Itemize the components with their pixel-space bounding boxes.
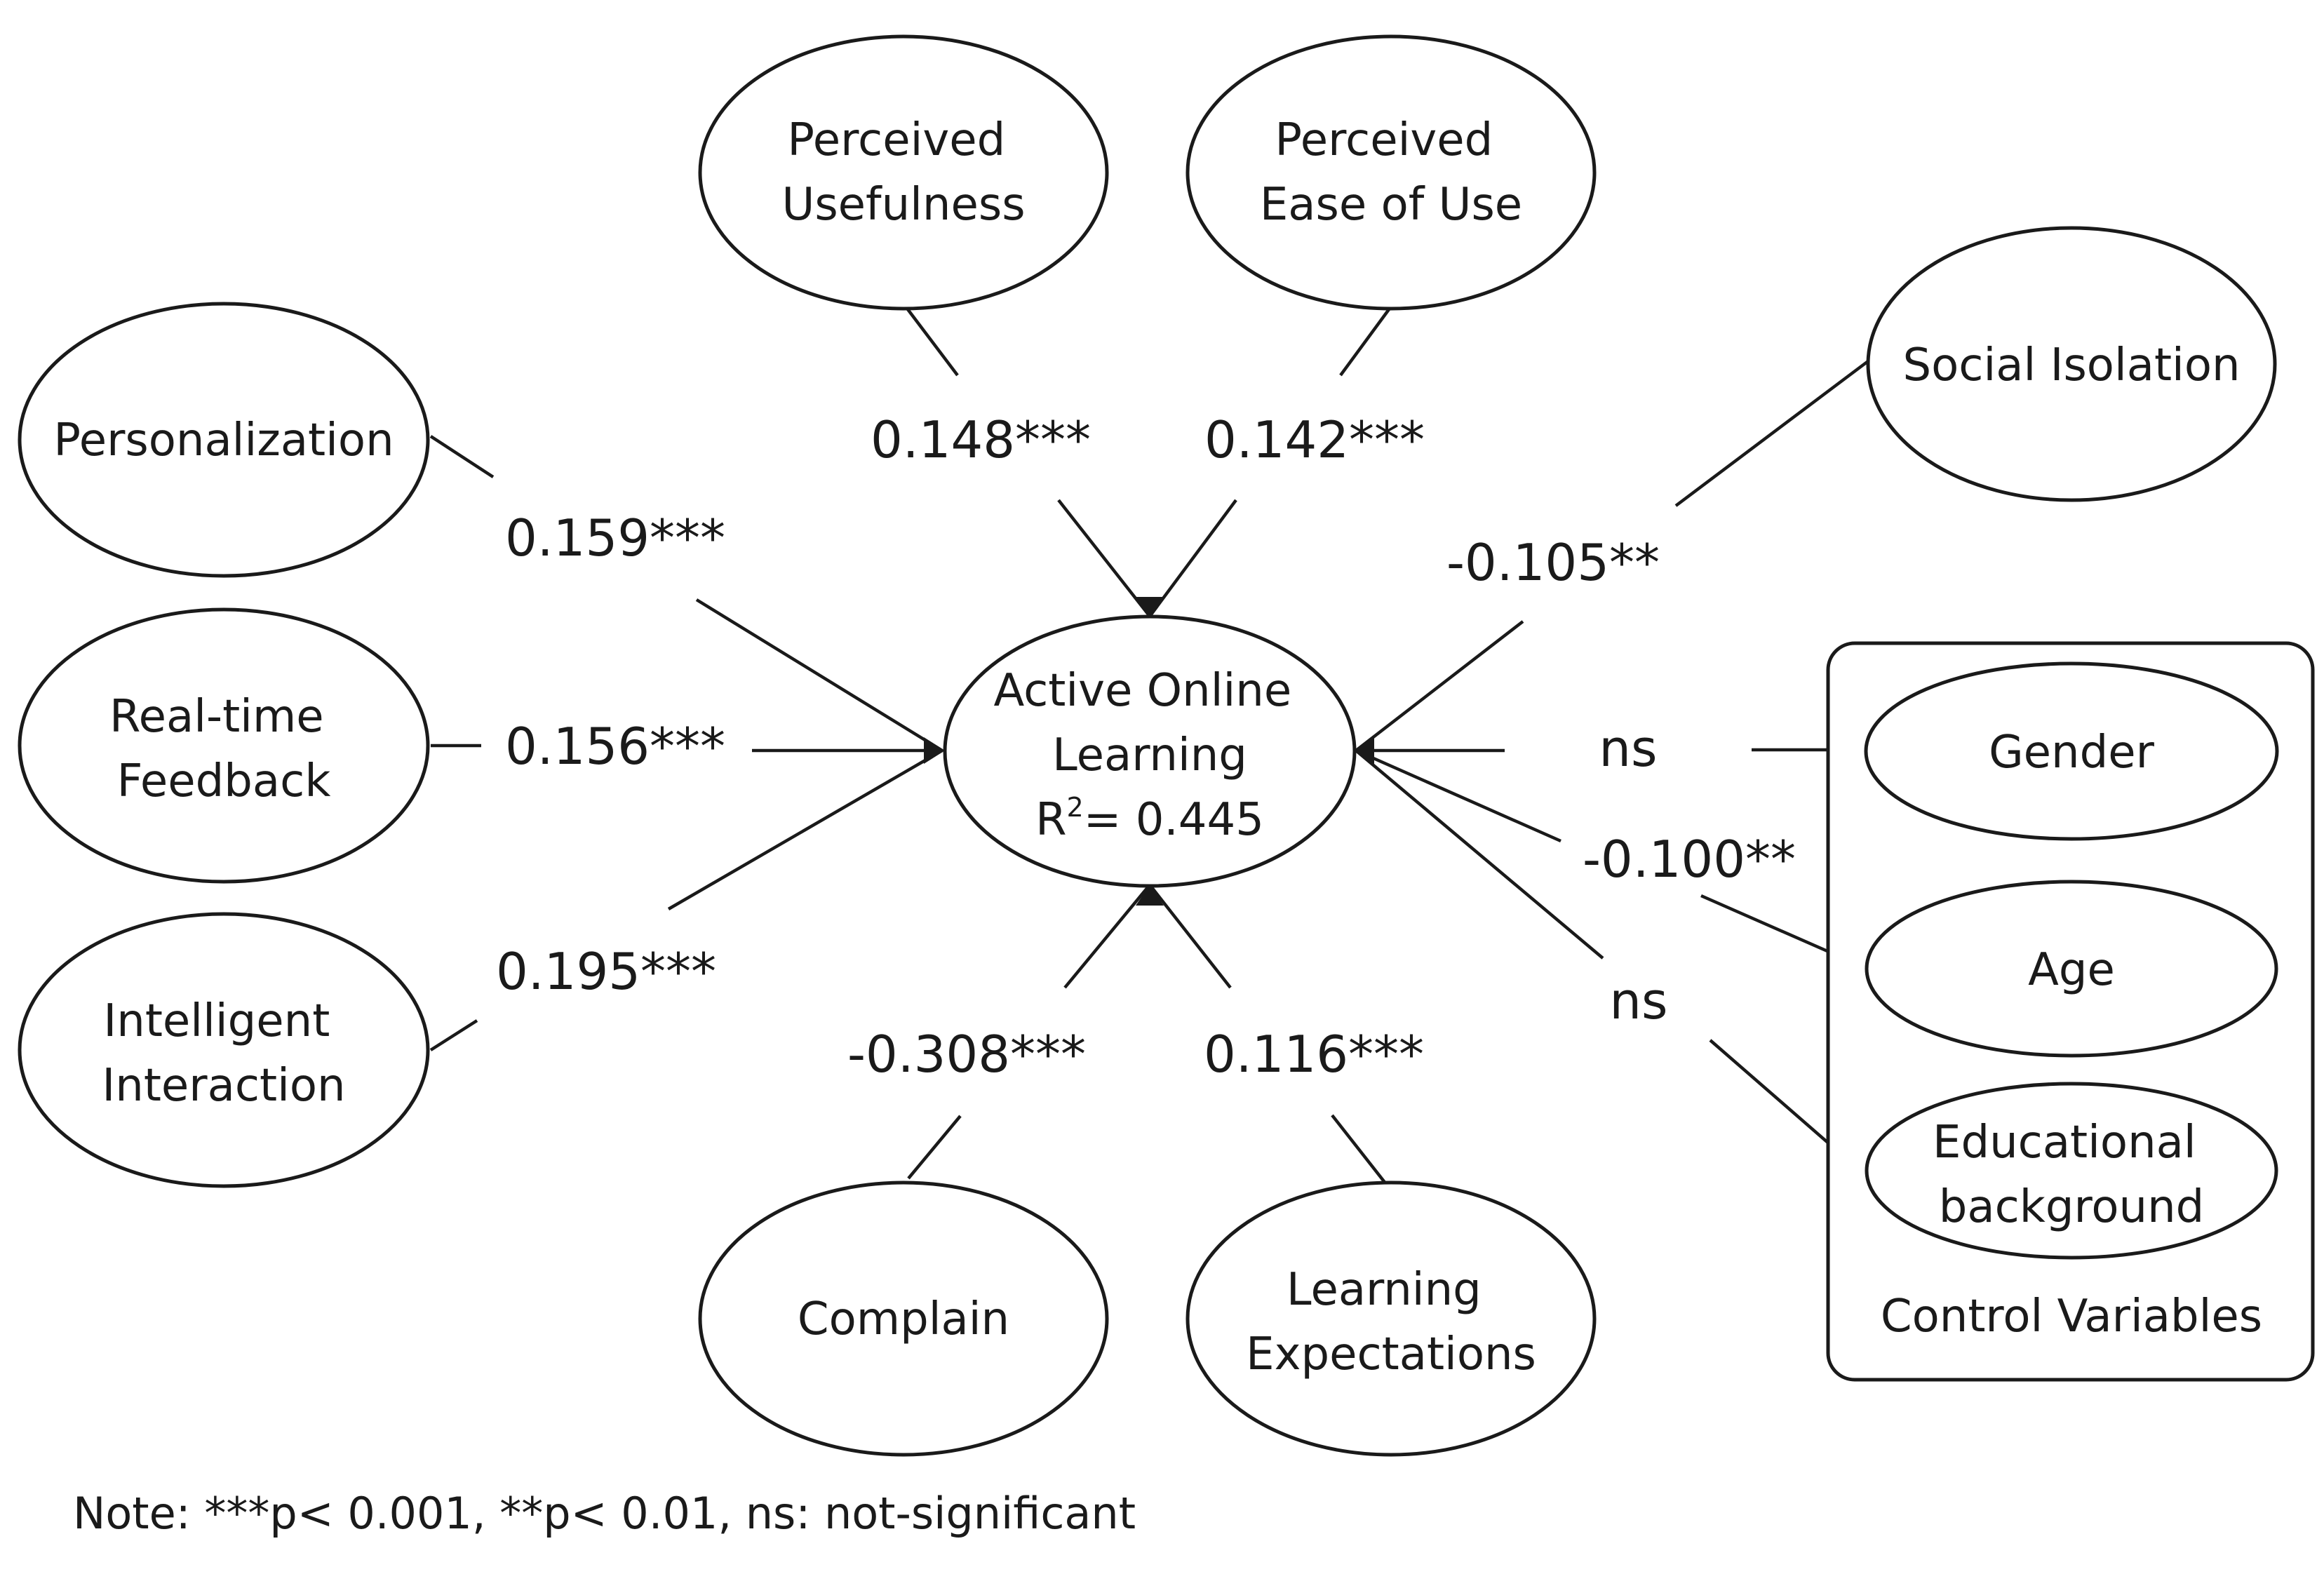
arrow-age <box>1355 748 1561 843</box>
ellipse <box>18 607 430 884</box>
construct-label: Social Isolation <box>1902 339 2240 391</box>
arrow-segments <box>667 499 1604 989</box>
ellipse <box>1865 880 2278 1058</box>
line-complain-outer <box>907 1115 962 1180</box>
r-squared-label: R2= 0.445 <box>1035 792 1264 846</box>
arrowhead-top <box>1136 597 1164 617</box>
construct-social-isolation: Social Isolation <box>1866 226 2277 502</box>
arrowhead-right <box>1353 737 1374 764</box>
coef-gender: ns <box>1599 719 1657 778</box>
ellipse <box>18 912 430 1188</box>
line-pu-outer <box>904 305 959 377</box>
ellipse <box>1185 34 1597 311</box>
construct-perceived-usefulness: Perceived Usefulness <box>698 34 1109 311</box>
arrow-interaction <box>667 749 943 910</box>
construct-active-online-learning: Active Online Learning R2= 0.445 <box>943 614 1357 888</box>
construct-complain: Complain <box>698 1180 1109 1457</box>
path-coefficients: 0.148*** 0.142*** 0.159*** 0.156*** 0.19… <box>496 410 1796 1084</box>
control-variables-label: Control Variables <box>1881 1291 2262 1343</box>
coef-social-isolation: -0.105** <box>1446 533 1660 592</box>
construct-label: Personalization <box>53 415 394 466</box>
construct-label: Perceived Ease of Use <box>1260 114 1522 231</box>
coef-perceived-ease-of-use: 0.142*** <box>1204 410 1425 469</box>
arrow-expectations <box>1150 885 1232 989</box>
construct-learning-expectations: Learning Expectations <box>1185 1180 1597 1457</box>
line-isolation-outer <box>1674 360 1869 507</box>
coef-learning-expectations: 0.116*** <box>1204 1025 1424 1084</box>
arrowhead-bottom <box>1136 885 1164 906</box>
significance-note: Note: ***p< 0.001, **p< 0.01, ns: not-si… <box>73 1488 1136 1539</box>
construct-label: Educational background <box>1933 1117 2210 1233</box>
construct-label: Complain <box>798 1293 1009 1345</box>
arrow-isolation <box>1355 620 1524 752</box>
construct-gender: Gender <box>1864 661 2279 841</box>
arrowheads <box>924 597 1374 906</box>
arrow-personalization <box>695 598 943 752</box>
coef-age: -0.100** <box>1583 830 1796 889</box>
construct-educational-background: Educational background <box>1865 1082 2278 1260</box>
construct-label: Gender <box>1989 727 2155 779</box>
ellipse <box>1866 226 2277 502</box>
construct-label: Perceived Usefulness <box>781 114 1025 231</box>
arrow-peou <box>1150 499 1237 616</box>
coef-realtime-feedback: 0.156*** <box>505 717 725 776</box>
coef-perceived-usefulness: 0.148*** <box>871 410 1091 469</box>
line-personalization-outer <box>429 435 495 478</box>
construct-label: Real-time Feedback <box>109 691 338 807</box>
line-peou-outer <box>1339 305 1392 377</box>
ellipse <box>698 34 1109 311</box>
construct-personalization: Personalization <box>18 302 430 578</box>
line-expectations-outer <box>1331 1114 1392 1192</box>
construct-label: Intelligent Interaction <box>102 995 345 1112</box>
coef-educational-background: ns <box>1609 971 1667 1030</box>
coef-complain: -0.308*** <box>847 1025 1086 1084</box>
construct-realtime-feedback: Real-time Feedback <box>18 607 430 884</box>
ellipse <box>1185 1180 1597 1457</box>
arrow-complain <box>1063 885 1150 989</box>
construct-perceived-ease-of-use: Perceived Ease of Use <box>1185 34 1597 311</box>
construct-age: Age <box>1865 880 2278 1058</box>
construct-label: Age <box>2028 944 2115 996</box>
line-interaction-outer <box>429 1019 478 1051</box>
coef-intelligent-interaction: 0.195*** <box>496 942 716 1001</box>
construct-label: Learning Expectations <box>1246 1264 1536 1380</box>
construct-label: Active Online Learning <box>993 665 1305 781</box>
arrowhead-left <box>924 737 945 764</box>
coef-personalization: 0.159*** <box>505 509 725 567</box>
ellipse <box>1864 661 2279 841</box>
ellipse <box>943 614 1357 888</box>
ellipse <box>18 302 430 578</box>
construct-intelligent-interaction: Intelligent Interaction <box>18 912 430 1188</box>
arrow-education <box>1355 749 1604 960</box>
ellipse <box>1865 1082 2278 1260</box>
arrow-pu <box>1057 499 1150 616</box>
ellipse <box>698 1180 1109 1457</box>
